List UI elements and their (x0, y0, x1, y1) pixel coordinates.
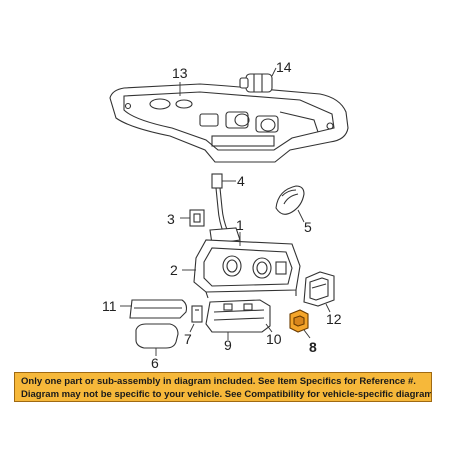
callout-12: 12 (326, 311, 342, 327)
part-7-clip (191, 305, 203, 323)
disclaimer-notice: Only one part or sub-assembly in diagram… (14, 372, 432, 402)
part-5-holder (275, 185, 305, 215)
part-9-console-insert (205, 299, 271, 333)
callout-11: 11 (102, 298, 117, 314)
leader-line-12 (325, 303, 331, 313)
part-1-console (193, 239, 301, 299)
leader-line-5 (297, 209, 305, 223)
callout-7: 7 (184, 331, 192, 347)
leader-line-7 (189, 323, 195, 333)
part-11-lamp-bar (129, 299, 188, 319)
part-14-clip (239, 73, 273, 93)
part-8-highlighted (289, 309, 309, 333)
part-12-switch-module (303, 271, 335, 307)
callout-10: 10 (266, 331, 282, 347)
callout-8: 8 (309, 339, 317, 355)
notice-line-1: Only one part or sub-assembly in diagram… (21, 376, 416, 387)
leader-line-14 (271, 67, 277, 77)
leader-line-10 (265, 323, 273, 333)
callout-1: 1 (236, 217, 244, 233)
callout-5: 5 (304, 219, 312, 235)
callout-4: 4 (237, 173, 245, 189)
callout-9: 9 (224, 337, 232, 353)
callout-6: 6 (151, 355, 159, 370)
callout-13: 13 (172, 65, 188, 81)
callout-14: 14 (276, 59, 292, 75)
callout-2: 2 (170, 262, 178, 278)
callout-3: 3 (167, 211, 175, 227)
leader-line-8 (303, 329, 311, 339)
notice-line-2: Diagram may not be specific to your vehi… (21, 389, 432, 400)
part-3-switch (189, 209, 205, 227)
part-4-bracket (209, 173, 241, 245)
part-6-lens (135, 323, 179, 349)
part-13-header-panel (109, 83, 349, 163)
parts-diagram: 13 14 4 3 5 1 (102, 59, 349, 370)
